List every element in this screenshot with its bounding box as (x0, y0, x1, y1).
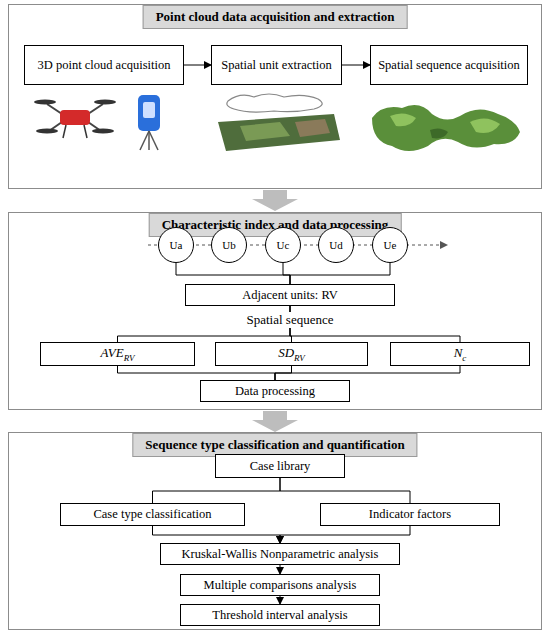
index-symbol: SDRV (278, 345, 305, 363)
process-box: Spatial sequence acquisition (370, 45, 528, 85)
process-box: Threshold interval analysis (180, 604, 380, 626)
section-panel: Sequence type classification and quantif… (8, 432, 542, 630)
process-box: Data processing (200, 380, 350, 402)
unit-label: Ub (222, 239, 235, 251)
process-box: Case library (215, 454, 345, 478)
cloud-shape (372, 105, 520, 151)
terrain-patch (218, 114, 340, 151)
terrain-patch (295, 119, 330, 137)
drone-rotor (36, 129, 58, 134)
unit-circle: Ud (318, 227, 354, 263)
cloud-shape (390, 113, 416, 126)
box-label: Data processing (235, 384, 315, 399)
connector-arrow (184, 65, 211, 66)
index-symbol: Nc (454, 345, 467, 363)
box-label: Spatial unit extraction (221, 58, 331, 73)
unit-circle: Uc (265, 227, 301, 263)
box-label: Threshold interval analysis (212, 608, 347, 623)
terrain-patch (240, 122, 290, 141)
box-label: Adjacent units: RV (242, 288, 338, 303)
connector-line (283, 263, 290, 284)
unit-map-icon (218, 94, 340, 151)
drone-rotor (34, 100, 56, 105)
drone-arm (47, 104, 62, 114)
scanner-body (138, 95, 160, 131)
cloud-shape (430, 128, 448, 138)
tripod-leg (149, 131, 158, 150)
connector-arrow (342, 65, 370, 66)
connector-arrow (280, 596, 281, 604)
symbol-subscript: RV (124, 353, 135, 363)
process-box: Kruskal-Wallis Nonparametric analysis (160, 543, 400, 565)
section-panel: Point cloud data acquisition and extract… (8, 4, 542, 189)
scanner-window (143, 102, 155, 118)
unit-circle: Ue (372, 227, 408, 263)
box-label: Case library (250, 459, 311, 474)
section-header: Point cloud data acquisition and extract… (143, 5, 408, 29)
section-panel: Characteristic index and data processing… (8, 212, 542, 410)
symbol-base: AVE (100, 345, 123, 360)
tripod-leg (148, 131, 150, 150)
process-box: Adjacent units: RV (185, 284, 395, 306)
connector-line (176, 263, 290, 284)
process-box: Nc (390, 342, 530, 366)
connector-line (118, 366, 276, 380)
box-label: 3D point cloud acquisition (38, 58, 171, 73)
connector-line (275, 366, 460, 380)
connector-arrow (153, 526, 281, 543)
sequence-axis-head (440, 241, 448, 249)
connector-arrow (280, 565, 281, 574)
drone-body (60, 110, 90, 125)
connector-line (153, 478, 281, 503)
unit-label: Ue (384, 239, 397, 251)
unit-label: Uc (277, 239, 290, 251)
process-box: Case type classification (60, 503, 245, 526)
box-label: Multiple comparisons analysis (204, 578, 357, 593)
drone-leg (84, 125, 87, 138)
process-box: AVERV (40, 342, 195, 366)
drone-rotor (94, 100, 116, 105)
tripod-leg (140, 131, 149, 150)
sequence-cloud-icon (372, 105, 520, 151)
process-box: Indicator factors (320, 503, 500, 526)
symbol-base: SD (278, 345, 294, 360)
box-label: Case type classification (93, 507, 211, 522)
connector-line (290, 263, 390, 284)
scanner-icon (138, 95, 160, 150)
process-box: SDRV (215, 342, 368, 366)
cloud-shape (470, 118, 500, 133)
section-arrow (252, 190, 298, 211)
symbol-base: N (454, 345, 463, 360)
drone-icon (34, 100, 116, 139)
drone-arm (88, 104, 103, 114)
connector-line (280, 478, 410, 503)
unit-circle: Ua (158, 227, 194, 263)
unit-outline (227, 94, 322, 112)
symbol-subscript: c (462, 353, 466, 363)
process-box: Spatial unit extraction (211, 45, 342, 85)
box-label: Indicator factors (369, 507, 451, 522)
drone-rotor (92, 129, 114, 134)
box-label: Spatial sequence acquisition (378, 58, 520, 73)
process-box: 3D point cloud acquisition (24, 45, 184, 85)
drone-leg (63, 125, 66, 138)
flow-label: Spatial sequence (244, 312, 337, 328)
connector-arrow (280, 526, 410, 543)
process-box: Multiple comparisons analysis (180, 574, 380, 596)
symbol-subscript: RV (294, 353, 305, 363)
unit-label: Ud (329, 239, 342, 251)
unit-label: Ua (170, 239, 183, 251)
unit-circle: Ub (211, 227, 247, 263)
box-label: Kruskal-Wallis Nonparametric analysis (182, 547, 379, 562)
index-symbol: AVERV (100, 345, 134, 363)
section-arrow (252, 411, 298, 432)
